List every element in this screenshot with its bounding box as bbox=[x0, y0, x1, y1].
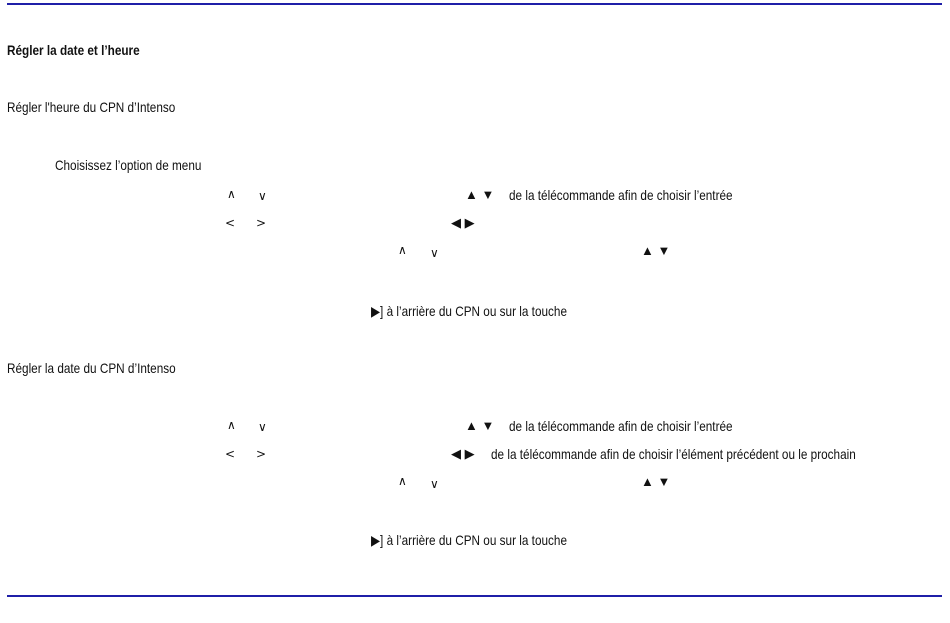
nav-left-icon: < bbox=[225, 216, 236, 230]
bottom-divider bbox=[7, 595, 942, 597]
remote-up-down-icon: ▲ ▼ bbox=[465, 187, 495, 202]
nav-left-icon: < bbox=[225, 447, 236, 461]
date-section-title: Régler la date du CPN d’Intenso bbox=[7, 360, 176, 376]
nav-up-icon: ∧ bbox=[398, 474, 407, 488]
remote-left-right-icon: ◀ ▶ bbox=[451, 446, 475, 461]
remote-up-down-icon: ▲ ▼ bbox=[641, 243, 671, 258]
nav-down-icon: ∨ bbox=[258, 189, 267, 203]
choose-entry-text: de la télécommande afin de choisir l’ent… bbox=[509, 418, 733, 434]
nav-down-icon: ∨ bbox=[258, 420, 267, 434]
choose-previous-next-text: de la télécommande afin de choisir l’élé… bbox=[491, 446, 856, 462]
nav-up-icon: ∧ bbox=[227, 418, 236, 432]
nav-down-icon: ∨ bbox=[430, 246, 439, 260]
remote-up-down-icon: ▲ ▼ bbox=[641, 474, 671, 489]
remote-left-right-icon: ◀ ▶ bbox=[451, 215, 475, 230]
page-title: Régler la date et l’heure bbox=[7, 42, 140, 58]
menu-option-instruction: Choisissez l’option de menu bbox=[55, 157, 202, 173]
nav-right-icon: > bbox=[256, 447, 267, 461]
top-divider bbox=[7, 3, 942, 5]
nav-up-icon: ∧ bbox=[227, 187, 236, 201]
nav-down-icon: ∨ bbox=[430, 477, 439, 491]
remote-up-down-icon: ▲ ▼ bbox=[465, 418, 495, 433]
nav-up-icon: ∧ bbox=[398, 243, 407, 257]
back-of-device-text: ▶] à l’arrière du CPN ou sur la touche bbox=[371, 303, 567, 319]
choose-entry-text: de la télécommande afin de choisir l’ent… bbox=[509, 187, 733, 203]
back-of-device-text: ▶] à l’arrière du CPN ou sur la touche bbox=[371, 532, 567, 548]
nav-right-icon: > bbox=[256, 216, 267, 230]
time-section-title: Régler l'heure du CPN d’Intenso bbox=[7, 99, 176, 115]
